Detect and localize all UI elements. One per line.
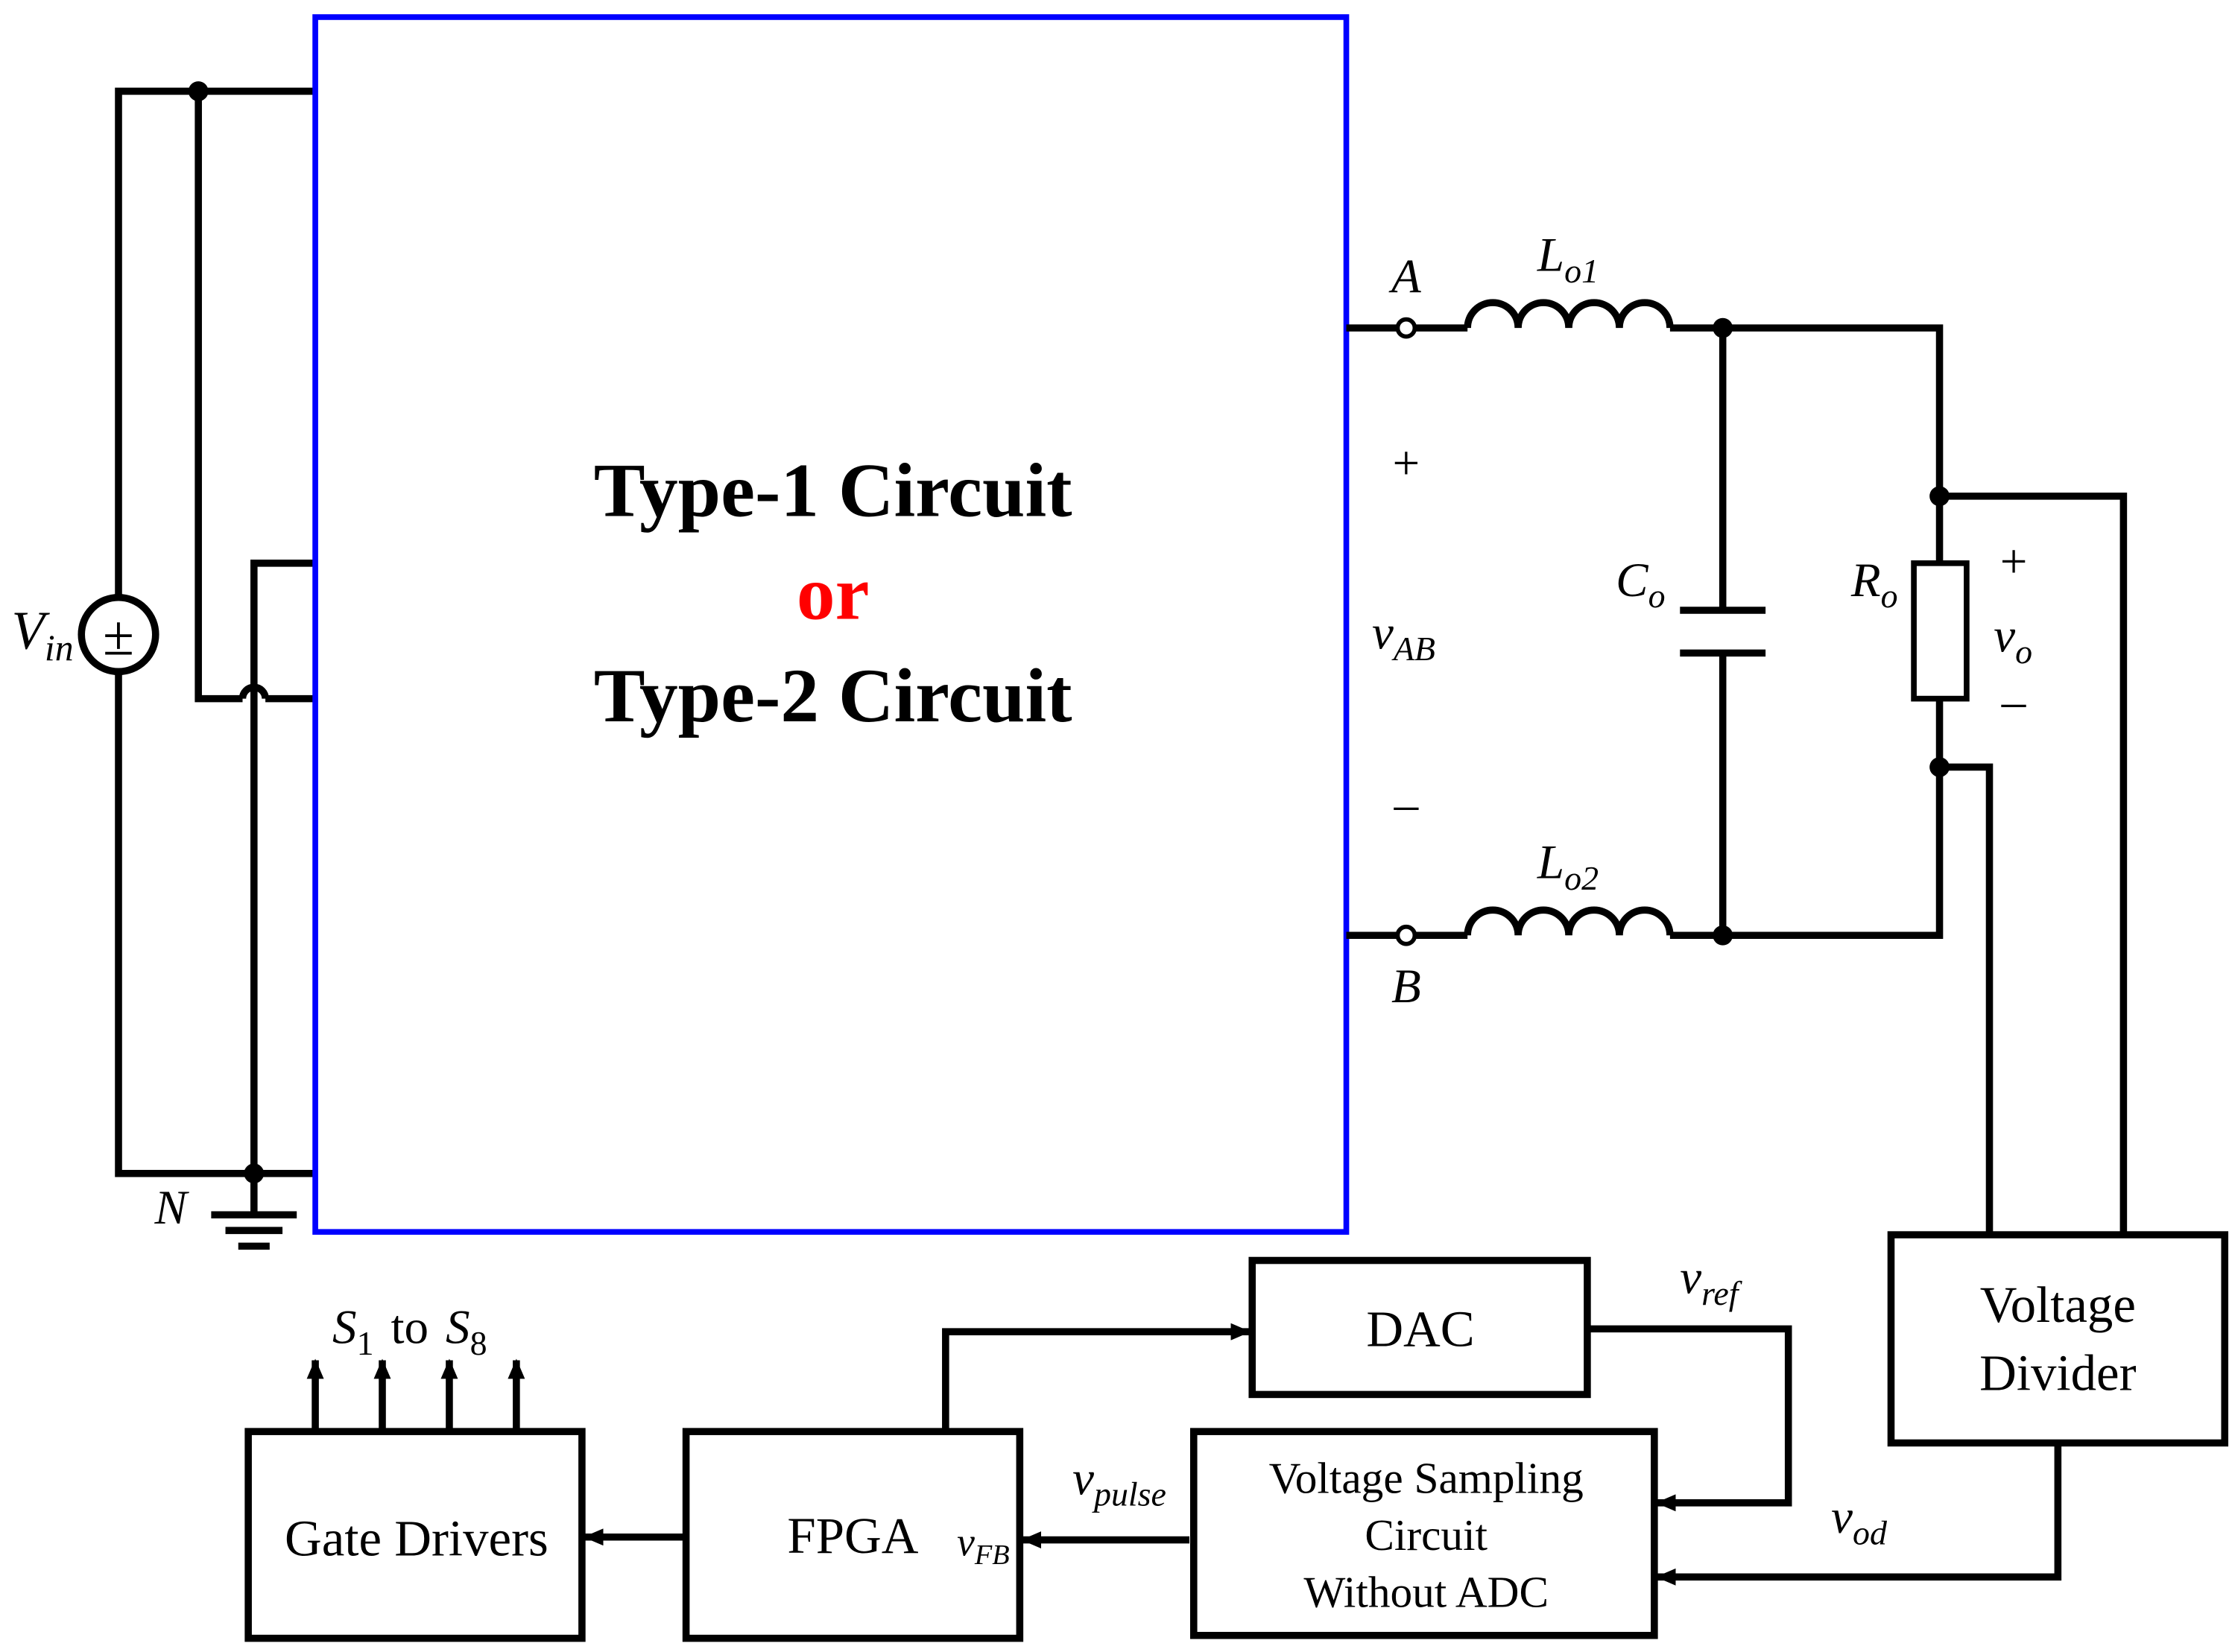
- control-wiring: [306, 1323, 2062, 1586]
- ro-label: Ro: [1850, 554, 1898, 615]
- ground-label: N: [154, 1181, 189, 1235]
- vpulse-label: vpulse: [1072, 1452, 1166, 1513]
- terminal-a-label: A: [1388, 250, 1421, 303]
- junction-dot-cap-top: [1713, 317, 1733, 338]
- junction-dot-cap-bottom: [1713, 925, 1733, 946]
- voltage-divider-line1: Voltage: [1980, 1276, 2136, 1333]
- sampling-block: [1190, 1428, 1658, 1639]
- vref-label: vref: [1680, 1251, 1742, 1312]
- gate-drivers-label: Gate Drivers: [285, 1510, 548, 1567]
- voltage-divider-block: [1887, 1231, 2229, 1447]
- voltage-divider-line2: Divider: [1979, 1345, 2136, 1402]
- junction-dot-neutral: [244, 1163, 265, 1184]
- inductor-lo2-icon: [1464, 906, 1674, 936]
- dac-label: DAC: [1366, 1300, 1474, 1357]
- sampling-line1: Voltage Sampling: [1269, 1453, 1584, 1502]
- vod-label: vod: [1831, 1490, 1888, 1551]
- lo2-label: Lo2: [1537, 836, 1599, 897]
- main-block-line2: or: [797, 551, 870, 636]
- lo1-label: Lo1: [1537, 229, 1599, 290]
- capacitor-co-icon: [1680, 607, 1766, 657]
- terminal-a-icon: [1395, 317, 1417, 339]
- inductor-lo1-icon: [1464, 299, 1674, 329]
- vo-label: vo: [1994, 609, 2032, 670]
- gate-drivers-block: [244, 1428, 586, 1642]
- source-symbol: ±: [103, 604, 134, 667]
- vo-minus: –: [2001, 674, 2026, 728]
- vin-label: Vin: [11, 601, 73, 668]
- junction-dot-sense-top: [1929, 486, 1950, 507]
- terminal-b-icon: [1395, 924, 1417, 946]
- main-block-line3: Type-2 Circuit: [594, 653, 1072, 738]
- fpga-block: [682, 1428, 1024, 1642]
- main-block-line1: Type-1 Circuit: [594, 449, 1072, 534]
- vab-label: vAB: [1372, 607, 1435, 668]
- fpga-label: FPGA: [787, 1507, 918, 1564]
- junction-dot-sense-bottom: [1929, 757, 1950, 777]
- type-circuit-block: [312, 14, 1350, 1235]
- co-label: Co: [1616, 554, 1665, 615]
- vo-plus: +: [2000, 535, 2028, 589]
- resistor-ro-icon: [1911, 560, 1970, 702]
- vab-plus: +: [1393, 437, 1420, 490]
- junction-dot-top: [188, 81, 209, 101]
- vfb-label: vFB: [957, 1520, 1010, 1571]
- sampling-line2: Circuit: [1365, 1510, 1488, 1560]
- vab-minus: –: [1394, 777, 1419, 831]
- output-wiring: [1346, 324, 2128, 1235]
- sampling-line3: Without ADC: [1303, 1568, 1549, 1617]
- terminal-b-label: B: [1391, 960, 1421, 1013]
- voltage-source-icon: ±: [78, 593, 159, 676]
- ground-icon: [211, 1211, 297, 1250]
